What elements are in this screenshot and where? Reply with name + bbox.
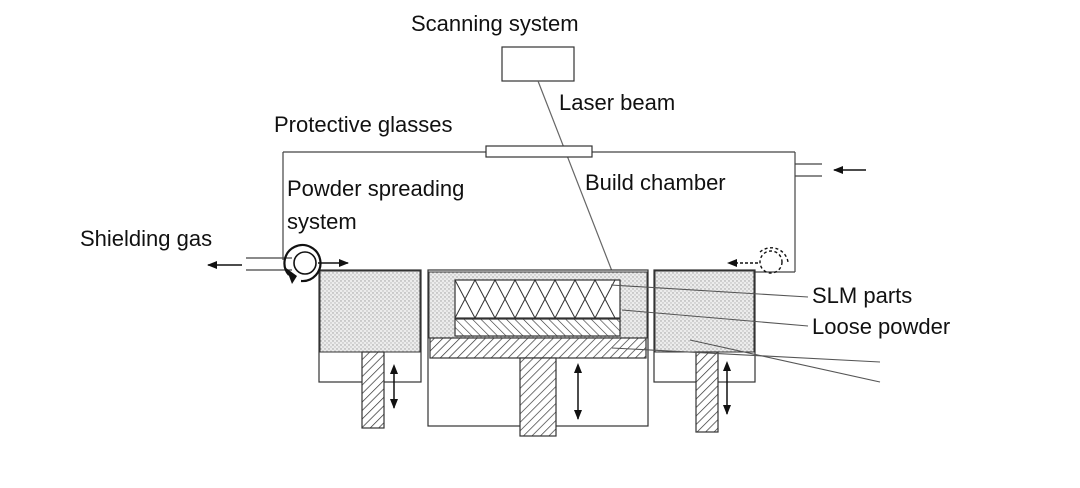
right-powder-bed	[654, 270, 755, 353]
protective-glass	[485, 145, 593, 158]
shielding-gas-label: Shielding gas	[80, 226, 212, 251]
center-piston	[519, 357, 557, 437]
right-piston	[695, 351, 719, 433]
leader-lines	[610, 284, 881, 383]
loose-powder-label: Loose powder	[812, 314, 950, 339]
build-chamber-label: Build chamber	[585, 170, 726, 195]
build-chamber-walls	[282, 151, 796, 273]
gas-inlet-pipe	[795, 163, 822, 177]
protective-glasses-label: Protective glasses	[274, 112, 453, 137]
slm-parts-mesh	[454, 278, 621, 320]
left-piston	[361, 351, 385, 429]
powder-spreading-label-line1: Powder spreading	[287, 176, 464, 201]
laser-beam-line	[537, 80, 618, 285]
scanning-system-label: Scanning system	[411, 11, 579, 36]
left-powder-bed	[319, 270, 421, 353]
laser-beam-label: Laser beam	[559, 90, 675, 115]
substrate-plate	[454, 318, 621, 337]
scanning-system-box	[501, 46, 575, 82]
powder-spreading-label-line2: system	[287, 209, 357, 234]
slm-parts-label: SLM parts	[812, 283, 912, 308]
roller-return-icon	[759, 247, 789, 274]
powder-roller-icon	[283, 243, 322, 284]
